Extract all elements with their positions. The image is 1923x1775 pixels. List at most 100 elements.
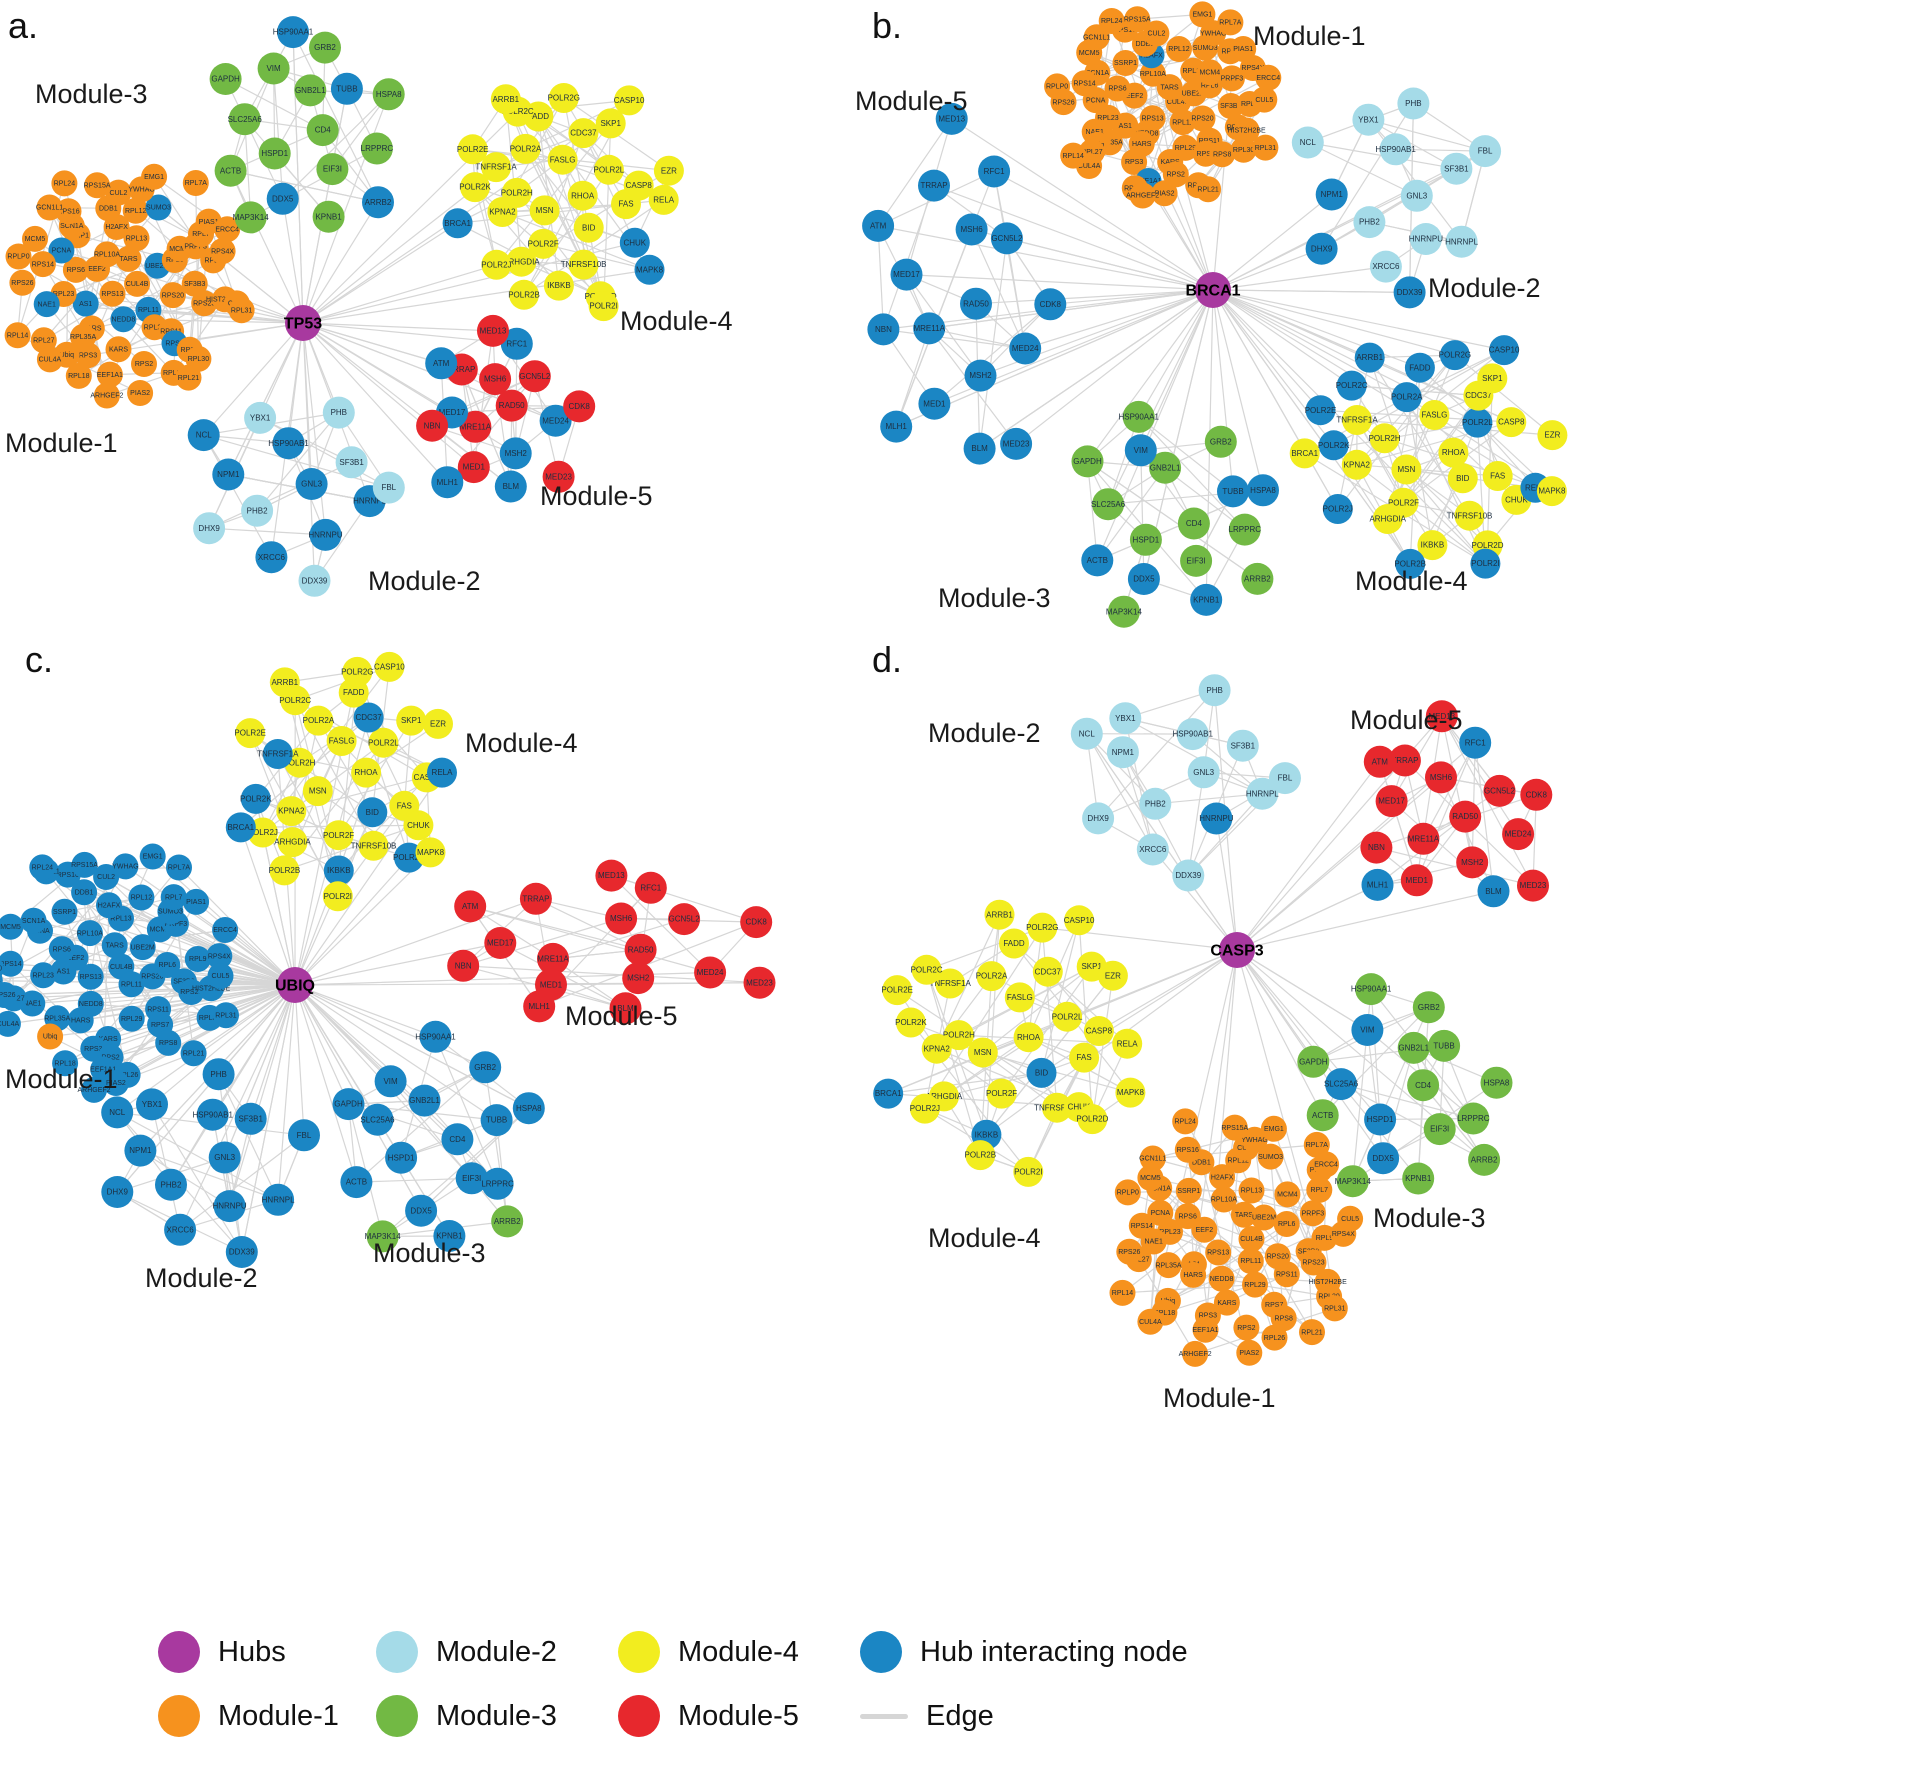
gene-node-label: RPS3 bbox=[79, 353, 97, 360]
gene-node-label: RPS15A bbox=[84, 183, 111, 190]
gene-node bbox=[1070, 717, 1103, 750]
gene-node-label: ERCC4 bbox=[215, 226, 239, 233]
gene-node bbox=[1208, 1265, 1235, 1292]
gene-node-label: HSP90AB1 bbox=[192, 1110, 233, 1119]
gene-node bbox=[1537, 420, 1568, 451]
gene-node-label: VIM bbox=[1134, 446, 1149, 455]
gene-node-label: POLR2B bbox=[269, 866, 301, 875]
gene-node bbox=[235, 718, 266, 749]
gene-node bbox=[1196, 59, 1223, 86]
gene-node-label: PHB2 bbox=[1145, 799, 1166, 808]
gene-node-label: CUL4A bbox=[1078, 163, 1101, 170]
gene-node-label: RPL11 bbox=[138, 307, 159, 314]
gene-node bbox=[71, 879, 98, 906]
gene-node bbox=[1064, 905, 1095, 936]
gene-node-label: RPL7A bbox=[1219, 20, 1242, 27]
gene-node-label: MLH1 bbox=[437, 478, 459, 487]
gene-node-label: HSPD1 bbox=[388, 1153, 415, 1162]
gene-node-label: POLR2E bbox=[881, 986, 913, 995]
gene-node bbox=[1322, 494, 1353, 524]
gene-node bbox=[976, 961, 1007, 992]
gene-node bbox=[457, 451, 490, 484]
gene-node-label: SUMO3 bbox=[158, 909, 183, 916]
gene-node-label: BRCA1 bbox=[1291, 449, 1318, 458]
gene-node-label: MED13 bbox=[480, 326, 507, 335]
gene-node-label: MED1 bbox=[463, 463, 486, 472]
gene-node-label: MED1 bbox=[1406, 876, 1429, 885]
gene-node bbox=[1136, 833, 1169, 866]
gene-node-label: KARS bbox=[109, 346, 128, 353]
gene-node-label: RPL21 bbox=[1301, 1329, 1323, 1336]
gene-node bbox=[326, 726, 357, 756]
gene-node-label: MSN bbox=[974, 1048, 992, 1057]
gene-node-label: RPLP0 bbox=[7, 254, 29, 261]
gene-node bbox=[1364, 1103, 1397, 1136]
gene-node bbox=[1230, 36, 1257, 62]
gene-node-label: DDB1 bbox=[75, 890, 94, 897]
gene-node-label: FASLG bbox=[1007, 993, 1033, 1002]
gene-node bbox=[1269, 762, 1301, 795]
gene-node bbox=[1456, 846, 1489, 879]
gene-node-label: ARRB1 bbox=[1356, 353, 1383, 362]
gene-node-label: POLR2L bbox=[1052, 1012, 1083, 1021]
gene-node-label: CASP8 bbox=[626, 181, 653, 190]
gene-node-label: TARS bbox=[106, 942, 124, 949]
gene-node-label: MED13 bbox=[598, 871, 625, 880]
gene-node bbox=[178, 979, 205, 1005]
gene-node-label: BLM bbox=[503, 482, 520, 491]
gene-node bbox=[33, 291, 60, 318]
gene-node bbox=[911, 954, 942, 985]
gene-node-label: CUL4A bbox=[0, 1021, 20, 1028]
gene-node-label: RPL9 bbox=[204, 258, 222, 265]
gene-node-label: ARHGEF2 bbox=[77, 1087, 110, 1094]
gene-node-label: POLR2I bbox=[1471, 559, 1499, 568]
gene-node-label: EMG1 bbox=[1264, 1126, 1284, 1133]
gene-node bbox=[257, 52, 290, 85]
gene-node bbox=[101, 932, 128, 959]
gene-node bbox=[1233, 1314, 1260, 1341]
gene-node-label: HSP90AB1 bbox=[1172, 730, 1213, 739]
gene-node-label: RPL9 bbox=[1241, 101, 1259, 108]
gene-node-label: SCN1A bbox=[1148, 1185, 1172, 1192]
gene-node-label: RPL12 bbox=[1168, 46, 1190, 53]
gene-node bbox=[1341, 449, 1372, 480]
gene-node bbox=[155, 1029, 182, 1056]
gene-node bbox=[9, 269, 36, 296]
gene-node-label: RAD50 bbox=[628, 945, 654, 954]
gene-node-label: CD4 bbox=[1415, 1081, 1432, 1090]
gene-node-label: HNRNPU bbox=[1199, 814, 1233, 823]
gene-node-label: RELA bbox=[1525, 483, 1547, 492]
gene-node-label: MSH2 bbox=[1461, 858, 1484, 867]
legend-item-module-5: Module-5 bbox=[618, 1694, 818, 1738]
gene-node-label: GRB2 bbox=[1418, 1003, 1440, 1012]
gene-node-label: CDC37 bbox=[355, 713, 382, 722]
gene-node-label: LRPPRC bbox=[1229, 525, 1262, 534]
gene-node-label: RPL14 bbox=[1062, 153, 1084, 160]
gene-node bbox=[48, 936, 75, 963]
gene-node-label: MRE11A bbox=[460, 422, 492, 431]
gene-node bbox=[1388, 744, 1421, 777]
module-label: Module-5 bbox=[565, 1001, 678, 1031]
gene-node bbox=[567, 180, 598, 211]
gene-node bbox=[460, 172, 490, 203]
gene-node bbox=[266, 182, 299, 215]
gene-node-label: MAPK8 bbox=[1117, 1088, 1145, 1097]
gene-node bbox=[500, 327, 533, 360]
gene-node bbox=[1242, 1271, 1268, 1298]
legend-label-hubs: Hubs bbox=[218, 1635, 286, 1668]
gene-node-label: RPS14 bbox=[1074, 80, 1096, 87]
gene-node bbox=[1000, 427, 1033, 460]
hub-node bbox=[277, 967, 313, 1003]
gene-node-label: PHB bbox=[331, 408, 347, 417]
gene-node-label: CUL4B bbox=[126, 281, 149, 288]
gene-node bbox=[258, 137, 291, 170]
gene-node-label: SUMO3 bbox=[1258, 1154, 1283, 1161]
gene-node bbox=[213, 1190, 246, 1223]
gene-node-label: TARS bbox=[1235, 1212, 1253, 1219]
gene-node-label: RPS13 bbox=[1207, 1250, 1229, 1257]
gene-node bbox=[1044, 73, 1071, 100]
gene-node-label: TNFRSF10B bbox=[1034, 1103, 1080, 1112]
gene-node-label: POLR2L bbox=[368, 738, 399, 747]
gene-node-label: CDK8 bbox=[746, 918, 768, 927]
legend-label-hub-interacting-node: Hub interacting node bbox=[920, 1635, 1188, 1668]
